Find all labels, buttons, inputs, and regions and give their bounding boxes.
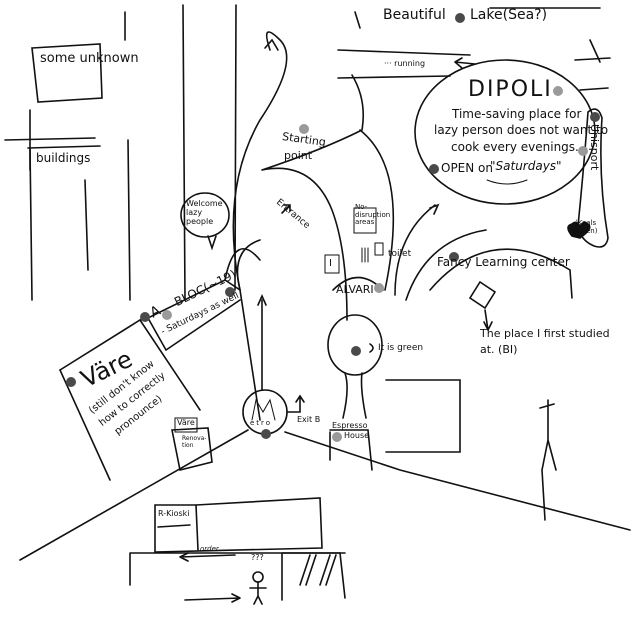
road-lines <box>124 4 237 301</box>
metro-marker[interactable] <box>261 429 271 439</box>
running-label: ··· running <box>384 59 426 68</box>
unisport-marker[interactable] <box>590 112 600 122</box>
no-disruption-label: No-disruption areas <box>355 203 391 227</box>
abloc-marker-2[interactable] <box>162 310 172 320</box>
r-kioski-box <box>154 497 323 553</box>
unisport-label: Unisport <box>588 124 602 171</box>
info-icon: I <box>329 258 332 269</box>
dipoli-desc-1: Time-saving place for <box>452 107 582 121</box>
path-arrow <box>232 31 288 291</box>
dipoli-dot-3[interactable] <box>578 146 588 156</box>
dipoli-desc-2: lazy person does not want to <box>434 123 609 137</box>
alvari-start-marker[interactable] <box>299 124 309 134</box>
lake-shore <box>337 7 601 79</box>
abloc-outline <box>59 279 261 421</box>
lake-beautiful: Beautiful <box>383 7 446 23</box>
order-label: order <box>200 545 219 553</box>
alvari-marker[interactable] <box>374 283 384 293</box>
dipoli-saturdays: "Saturdays" <box>490 159 562 173</box>
station-roof <box>19 429 631 561</box>
heart-icon <box>567 221 591 239</box>
r-kioski-label: R-Kioski <box>158 509 190 518</box>
welcome-bubble: Welcome lazy people <box>186 199 223 226</box>
buildings-label: buildings <box>36 151 91 165</box>
lake-name: Lake(Sea?) <box>470 7 548 23</box>
dipoli-dot-2[interactable] <box>429 164 439 174</box>
dipoli-marker[interactable] <box>553 86 563 96</box>
unisport-outline <box>577 108 609 248</box>
lake-marker[interactable] <box>455 13 465 23</box>
tree-note: It is green <box>378 343 424 353</box>
abloc-marker-3[interactable] <box>225 287 235 297</box>
tree-marker[interactable] <box>351 346 361 356</box>
learning-marker[interactable] <box>449 252 459 262</box>
alvari-label: ALVARI <box>336 283 374 296</box>
renovation-label: Renova-tion <box>182 435 207 449</box>
vare-marker[interactable] <box>66 377 76 387</box>
dipoli-open: OPEN on <box>441 161 494 175</box>
confused-label: ??? <box>251 553 264 562</box>
unknown-label: some unknown <box>40 51 139 66</box>
tree-crown <box>327 314 383 376</box>
dipoli-outline <box>414 59 596 205</box>
abloc-marker-1[interactable] <box>140 312 150 322</box>
learning-note-2: at. (BI) <box>480 343 518 356</box>
metro-label: etro <box>250 419 273 427</box>
alvari-outline <box>261 74 395 321</box>
exit-b-label: Exit B <box>297 415 321 424</box>
vare-small-label: Väre <box>177 418 195 427</box>
espresso-label-2: House <box>344 431 370 440</box>
point-label: point <box>284 149 313 162</box>
dipoli-desc-3: cook every evenings. <box>451 140 579 154</box>
learning-center-label: Fancy Learning center <box>437 255 570 269</box>
dipoli-title: DIPOLI <box>468 77 553 102</box>
toilet-label: toilet <box>388 249 412 259</box>
learning-note-1: The place I first studied <box>480 327 610 340</box>
espresso-marker[interactable] <box>332 432 342 442</box>
unknown-building-box <box>31 43 103 103</box>
learning-center-outline <box>429 248 573 299</box>
unisport-sub: (Keals Fitten) <box>575 219 598 235</box>
espresso-label-1: Espresso <box>332 421 368 430</box>
